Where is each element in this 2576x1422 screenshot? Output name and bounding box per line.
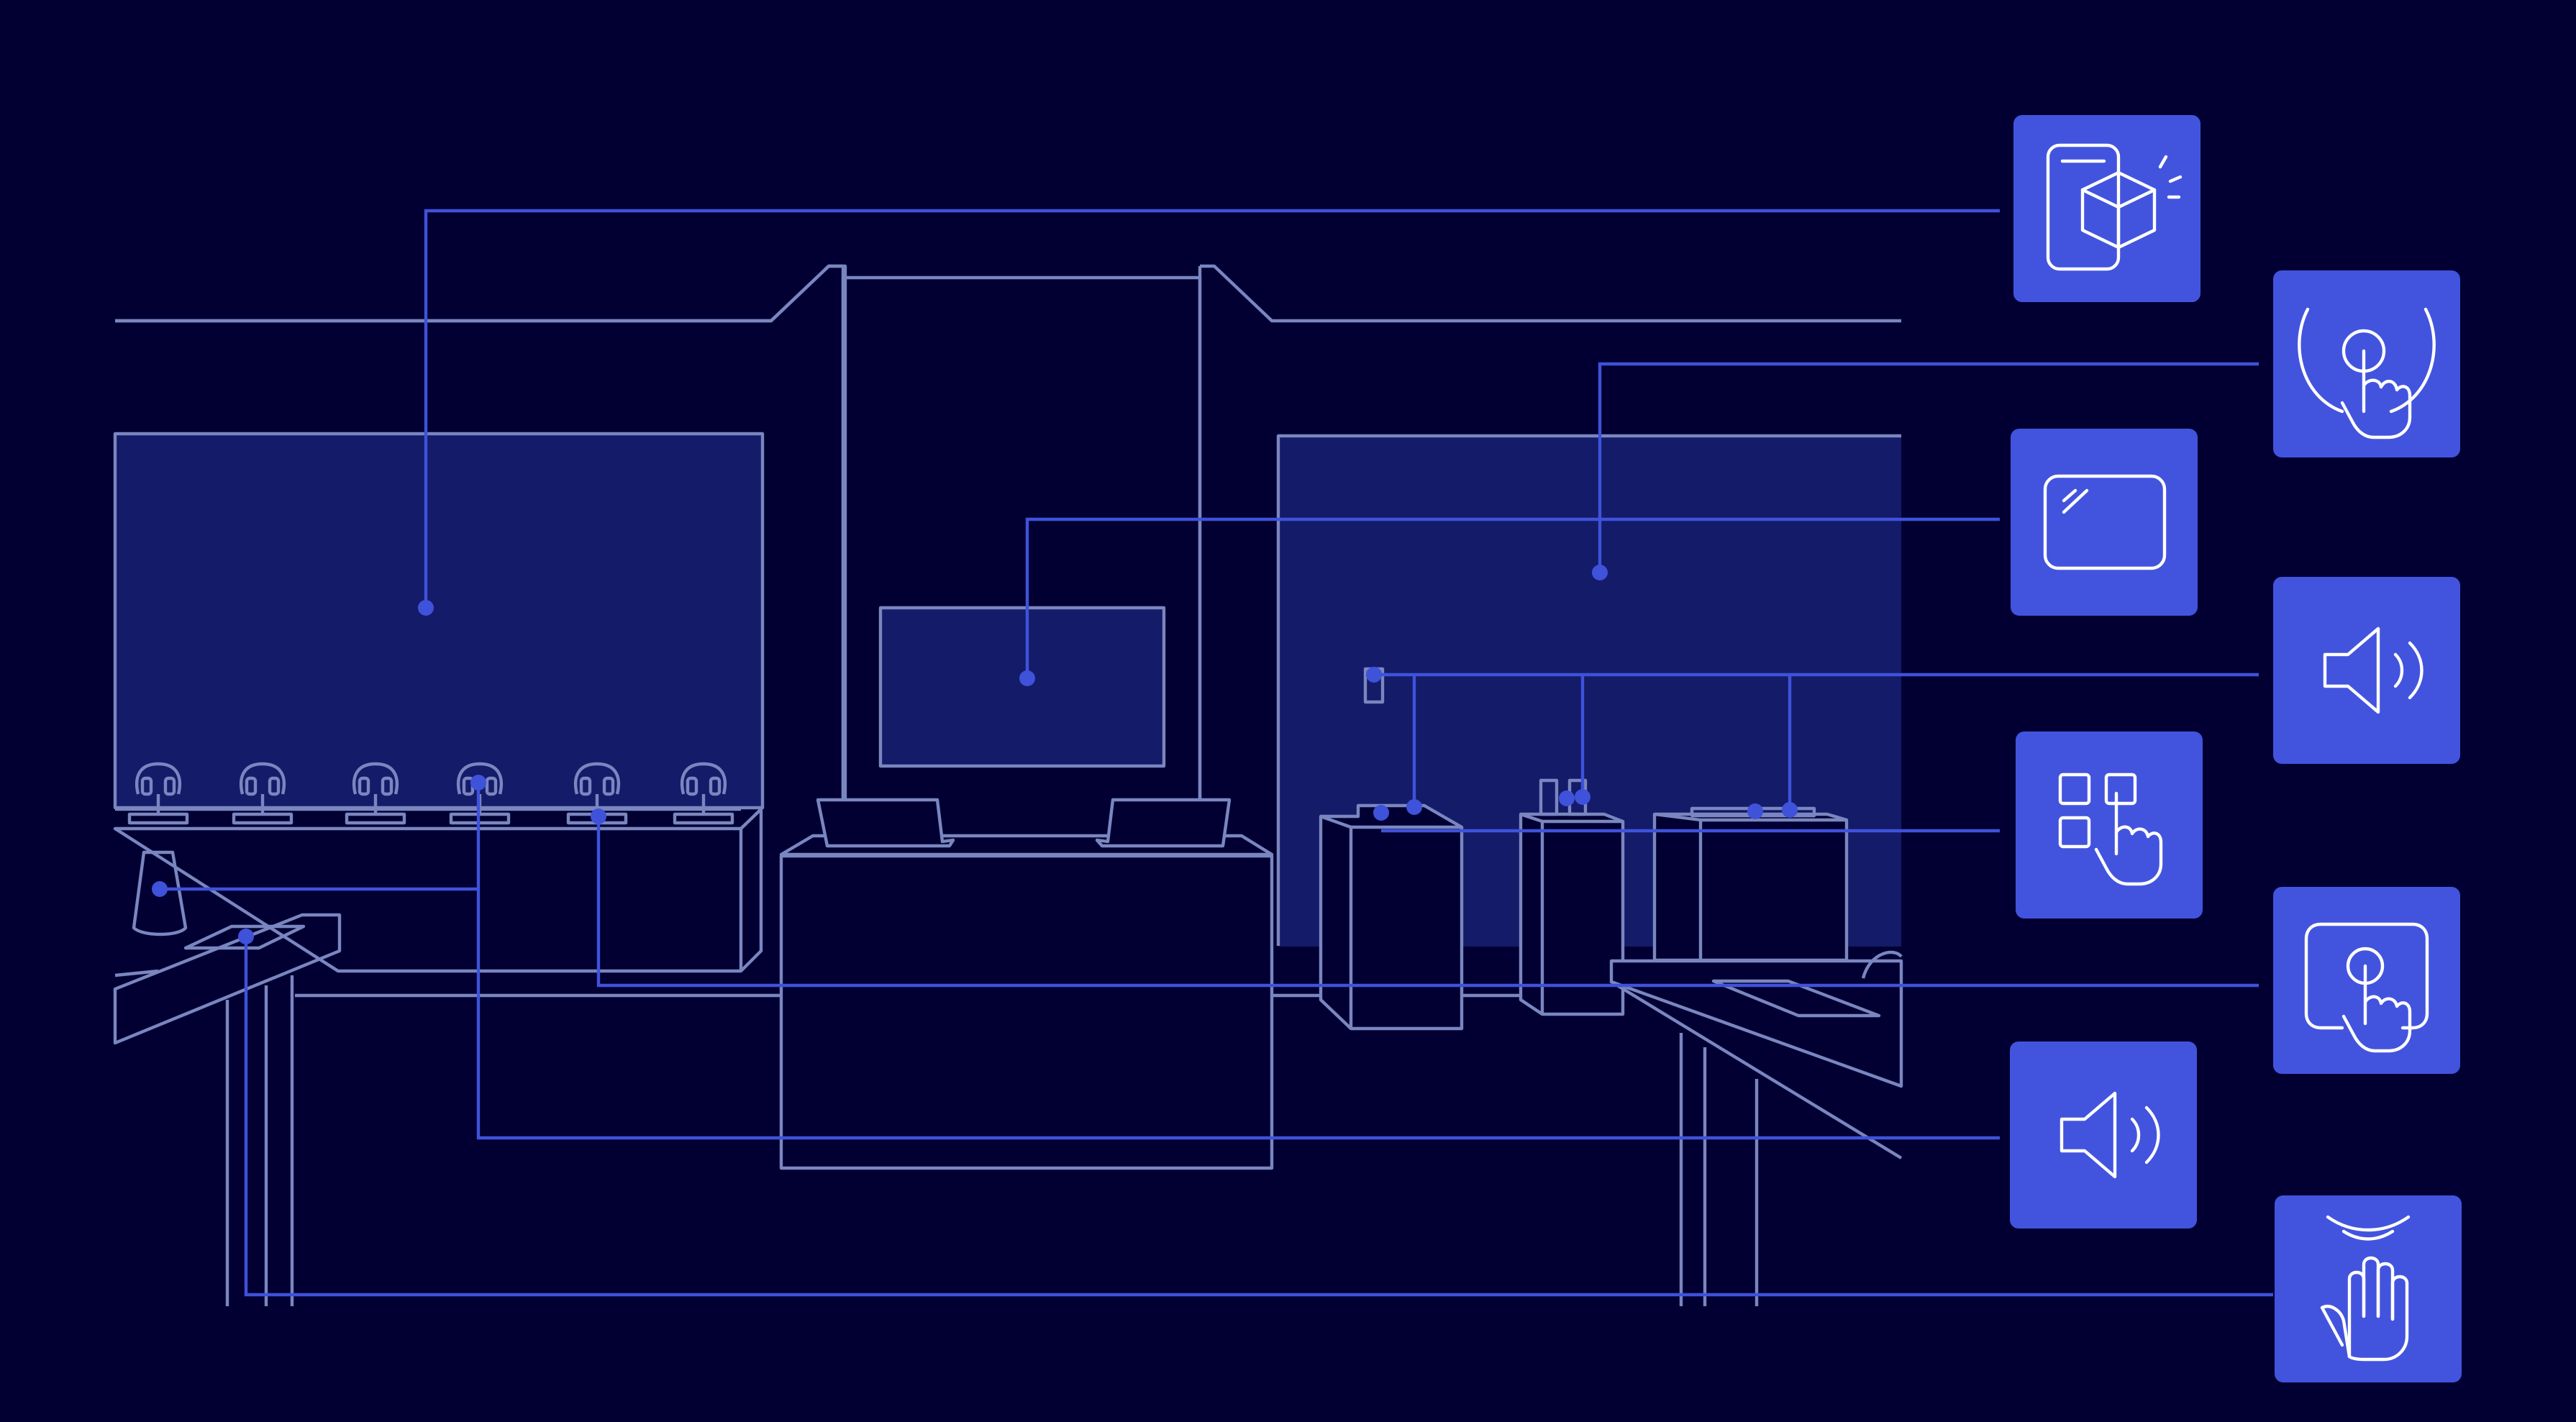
callout-dot [1782,802,1798,818]
callout-dot [1575,789,1590,805]
callout-lines [152,209,2273,1297]
left-wall-panel [113,432,765,810]
headphone-stand [127,762,189,825]
callout-dot [1373,805,1389,821]
callout-dot [470,775,486,790]
pedestal-1 [1319,803,1464,1031]
left-table-front [114,969,159,977]
headphone-stand [345,762,406,825]
icon-tiles [2010,115,2462,1382]
speaker-audio-icon[interactable] [2010,1042,2197,1229]
tablet-screen-icon[interactable] [2011,429,2198,616]
laptop-left [816,798,955,848]
callout-line-7 [476,783,2000,1140]
pedestal-2-device [1539,778,1559,816]
callout-line-1 [424,209,2000,608]
callout-line-6 [596,816,2259,988]
right-table-top [1609,959,1903,1088]
pedestal-3 [1652,812,1849,962]
touch-gesture-icon[interactable] [2273,270,2460,457]
pedestal-2-top [1520,812,1543,824]
speaker-audio-icon[interactable] [2273,577,2460,764]
callout-dot [1747,803,1763,819]
pedestal-3-top [1654,812,1701,822]
callout-line-8 [244,936,2273,1297]
callout-dot [1406,799,1422,815]
laptop-right [1095,798,1232,848]
headphone-stands [127,762,734,825]
callout-dot [1559,790,1575,806]
right-table-tablet [1711,979,1881,1018]
phone-ar-cube-icon[interactable] [2013,115,2200,302]
pedestal-2 [1519,812,1625,1016]
hand-wave-sensor-icon[interactable] [2275,1195,2462,1382]
callout-dot [591,808,606,824]
callout-dot [418,600,434,616]
ceiling-line-left [115,264,843,323]
store-line-art [113,264,1903,1306]
headphone-stand [673,762,734,825]
right-table-object [1861,950,1903,979]
touchscreen-tap-icon[interactable] [2273,887,2460,1074]
pedestal-1-top [1320,814,1352,829]
right-table-underside [1610,980,1903,1159]
callout-line-3 [1025,517,2000,678]
callout-line-2 [1598,362,2259,573]
callout-dot [152,881,168,897]
callout-dot [1366,667,1382,683]
wall-tv-screen [878,606,1166,768]
callout-dot [1592,565,1608,580]
callout-dot [1019,670,1035,686]
smart-speaker [132,850,188,936]
touch-menu-grid-icon[interactable] [2016,731,2203,919]
right-wall-panel-edge [1276,434,1901,946]
central-counter [779,854,1274,1170]
callout-dot [238,929,254,944]
headphone-stand [232,762,293,825]
left-table-tablet [183,924,306,950]
ceiling-line-right [1200,264,1901,323]
